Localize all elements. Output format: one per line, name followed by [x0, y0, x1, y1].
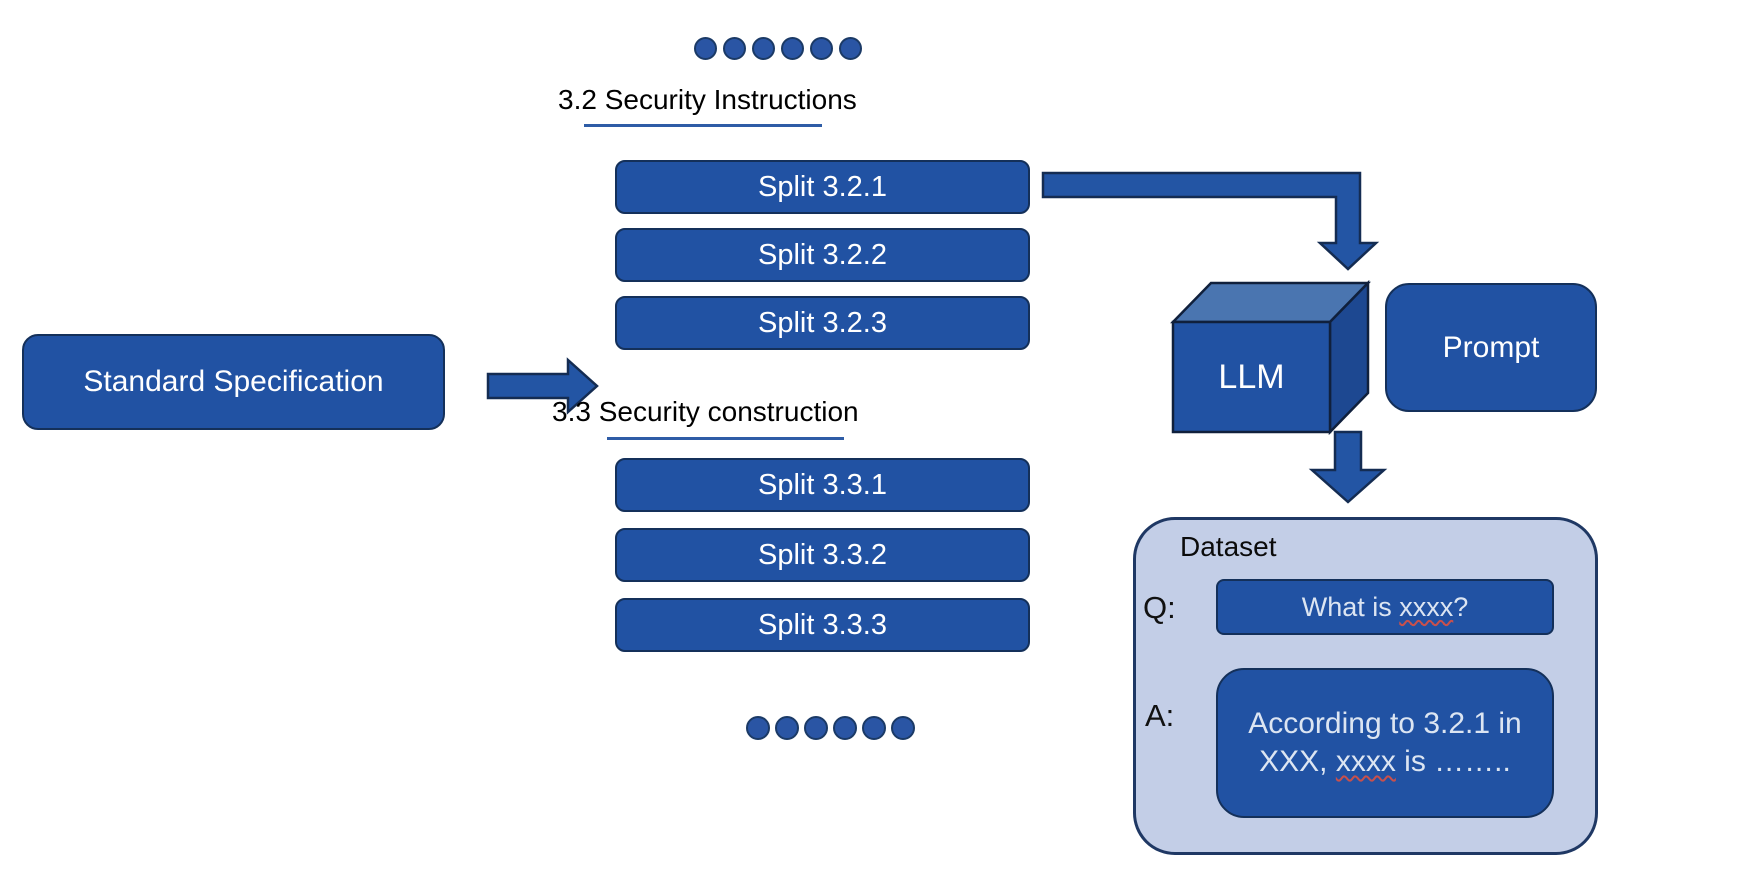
dot-icon [833, 716, 857, 740]
split-box-3-2-3: Split 3.2.3 [615, 296, 1030, 350]
llm-cube-icon [1170, 279, 1371, 436]
dot-icon [694, 37, 717, 60]
dot-icon [775, 716, 799, 740]
prompt-label: Prompt [1442, 330, 1540, 364]
section-title-3-3: 3.3 Security construction [552, 396, 859, 427]
standard-specification-label: Standard Specification [83, 365, 384, 398]
standard-specification-box: Standard Specification [22, 334, 445, 430]
split-box-3-3-1: Split 3.3.1 [615, 458, 1030, 512]
answer-text-post: is …….. [1395, 745, 1511, 778]
question-label: Q: [1143, 590, 1176, 625]
dot-icon [839, 37, 862, 60]
dot-icon [746, 716, 770, 740]
split-label: Split 3.2.1 [758, 170, 887, 203]
dot-icon [752, 37, 775, 60]
answer-box: According to 3.2.1 in XXX, xxxx is …….. [1216, 668, 1554, 818]
arrow-down-icon [1308, 430, 1388, 504]
question-box: What is xxxx? [1216, 579, 1554, 635]
split-label: Split 3.3.1 [758, 468, 887, 501]
section-underline [607, 437, 844, 440]
dot-icon [723, 37, 746, 60]
question-placeholder-x: xxxx [1399, 591, 1454, 622]
question-text-pre: What is [1301, 591, 1400, 622]
split-box-3-2-1: Split 3.2.1 [615, 160, 1030, 214]
split-label: Split 3.3.2 [758, 538, 887, 571]
answer-text-pre: XXX, [1259, 745, 1336, 778]
arrow-elbow-down-icon [1041, 171, 1380, 271]
dot-icon [781, 37, 804, 60]
answer-line-2: XXX, xxxx is …….. [1259, 743, 1511, 781]
section-underline [584, 124, 822, 127]
split-box-3-3-3: Split 3.3.3 [615, 598, 1030, 652]
dot-icon [891, 716, 915, 740]
dataset-title: Dataset [1180, 531, 1277, 562]
split-box-3-2-2: Split 3.2.2 [615, 228, 1030, 282]
split-label: Split 3.2.2 [758, 238, 887, 271]
split-label: Split 3.3.3 [758, 608, 887, 641]
split-label: Split 3.2.3 [758, 306, 887, 339]
continuation-dots-top [694, 37, 862, 60]
answer-label: A: [1145, 698, 1175, 733]
question-text: What is xxxx? [1302, 592, 1469, 623]
arrow-right-icon [486, 357, 599, 415]
llm-label: LLM [1218, 357, 1285, 396]
dot-icon [804, 716, 828, 740]
section-title-3-2: 3.2 Security Instructions [558, 84, 857, 115]
prompt-box: Prompt [1385, 283, 1597, 412]
question-text-post: ? [1453, 591, 1469, 622]
answer-line-1: According to 3.2.1 in [1248, 706, 1522, 740]
dot-icon [810, 37, 833, 60]
continuation-dots-bottom [746, 716, 915, 740]
answer-placeholder-x: xxxx [1335, 745, 1396, 778]
split-box-3-3-2: Split 3.3.2 [615, 528, 1030, 582]
dot-icon [862, 716, 886, 740]
